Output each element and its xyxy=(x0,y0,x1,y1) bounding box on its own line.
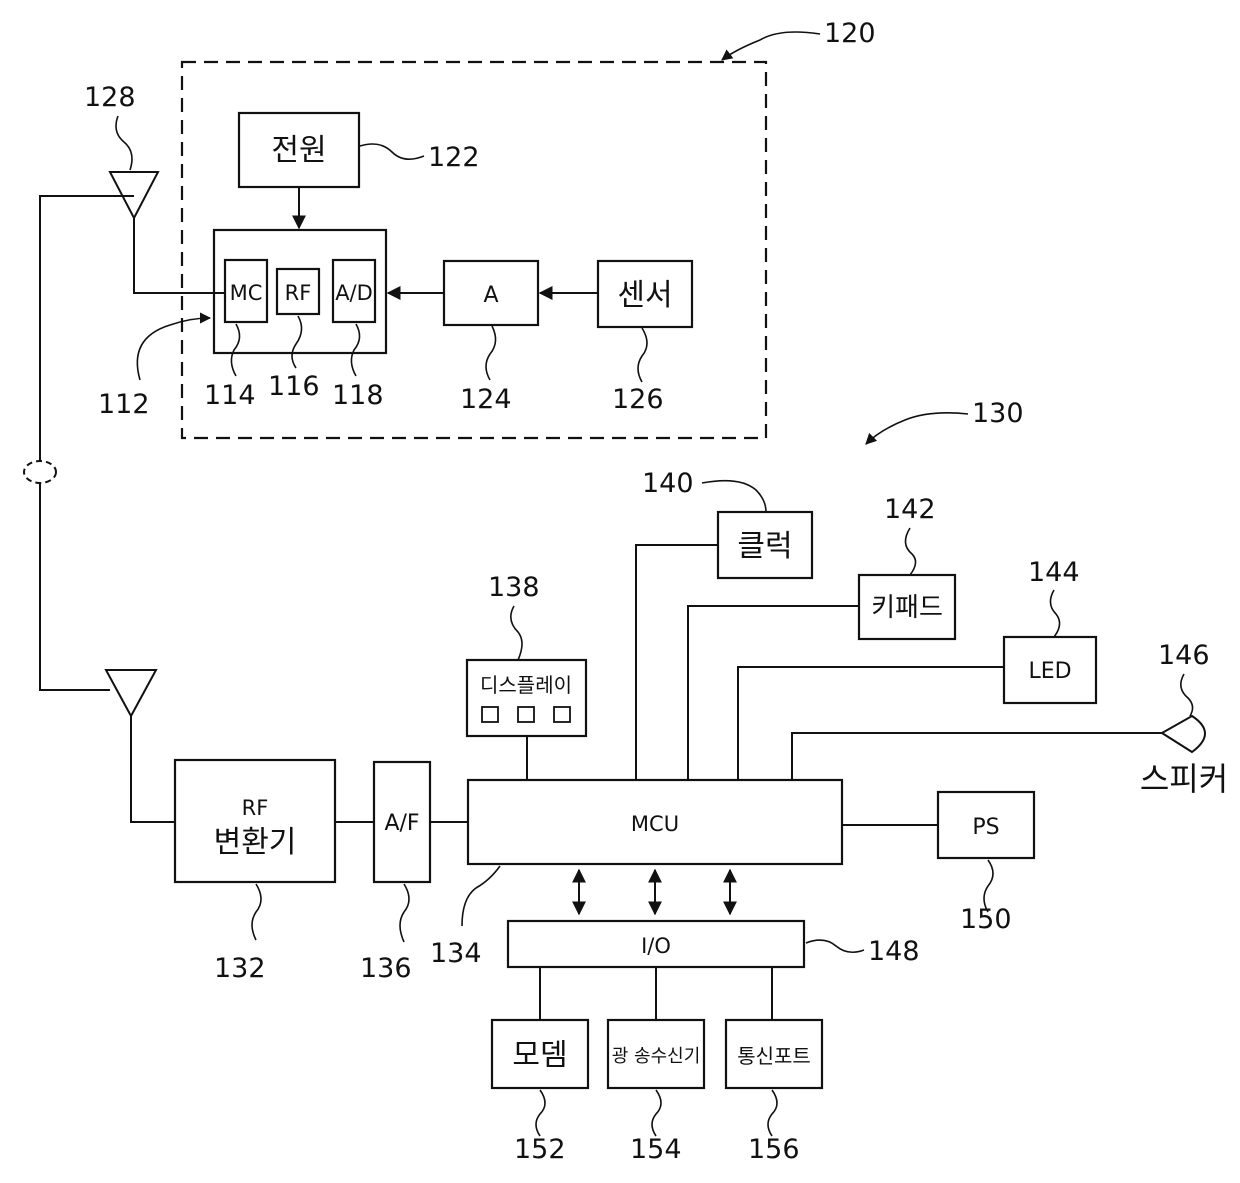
modem-label: 모뎀 xyxy=(512,1038,567,1073)
antenna-base-icon xyxy=(106,670,156,716)
display-segment-2 xyxy=(518,707,534,722)
keypad-to-mcu-wire xyxy=(688,606,859,780)
leader-128 xyxy=(116,116,132,170)
leader-156 xyxy=(768,1090,777,1136)
ref-124: 124 xyxy=(460,384,512,415)
leader-134 xyxy=(462,866,500,926)
leader-122 xyxy=(360,144,424,159)
amp-label: A xyxy=(483,283,498,308)
ref-134: 134 xyxy=(430,938,482,969)
ref-128: 128 xyxy=(84,82,136,113)
mc-label: MC xyxy=(230,281,263,305)
af-label: A/F xyxy=(384,811,419,836)
mcu-label: MCU xyxy=(631,812,679,836)
leader-136 xyxy=(400,884,409,942)
sensor-label: 센서 xyxy=(617,278,672,313)
ref-138: 138 xyxy=(488,572,540,603)
ref-146: 146 xyxy=(1158,640,1210,671)
led-to-mcu-wire xyxy=(738,667,1004,780)
leader-144 xyxy=(1050,590,1059,637)
ref-156: 156 xyxy=(748,1134,800,1165)
speaker-label: 스피커 xyxy=(1140,760,1228,798)
clock-label: 클럭 xyxy=(737,529,792,564)
ref-120: 120 xyxy=(824,18,876,49)
ref-130: 130 xyxy=(972,398,1024,429)
ad-label: A/D xyxy=(335,281,373,305)
rf-label: RF xyxy=(285,281,312,305)
display-block xyxy=(467,660,586,736)
rf-converter-label-line1: RF xyxy=(242,796,269,820)
wireless-link-symbol xyxy=(24,461,56,483)
leader-132 xyxy=(252,884,261,940)
ref-122: 122 xyxy=(428,142,480,173)
keypad-label: 키패드 xyxy=(871,593,943,623)
leader-152 xyxy=(536,1090,545,1136)
speaker-to-mcu-wire xyxy=(792,733,1162,780)
leader-120 xyxy=(722,32,820,60)
wireless-link xyxy=(40,196,134,690)
display-segment-3 xyxy=(554,707,570,722)
ref-116: 116 xyxy=(268,371,320,402)
leader-142 xyxy=(905,528,915,575)
ref-152: 152 xyxy=(514,1134,566,1165)
ref-150: 150 xyxy=(960,904,1012,935)
ref-112: 112 xyxy=(98,389,150,420)
rf-converter-label-line2: 변환기 xyxy=(214,825,297,860)
antenna-128-to-mc-wire xyxy=(134,218,225,293)
led-label: LED xyxy=(1028,659,1071,684)
leader-140 xyxy=(702,481,766,512)
ref-154: 154 xyxy=(630,1134,682,1165)
ref-126: 126 xyxy=(612,384,664,415)
clock-to-mcu-wire xyxy=(636,545,718,780)
speaker-icon xyxy=(1162,716,1205,752)
ref-140: 140 xyxy=(642,468,694,499)
optical-transceiver-label: 광 송수신기 xyxy=(612,1046,701,1067)
leader-126 xyxy=(638,328,647,382)
leader-154 xyxy=(652,1090,661,1136)
rf-converter-block xyxy=(175,760,335,882)
ref-144: 144 xyxy=(1028,557,1080,588)
comm-port-label: 통신포트 xyxy=(737,1044,811,1068)
leader-148 xyxy=(806,940,864,952)
leader-130 xyxy=(866,413,968,444)
ref-136: 136 xyxy=(360,953,412,984)
ref-148: 148 xyxy=(868,936,920,967)
leader-112 xyxy=(137,318,210,380)
antenna-to-rf-converter-wire xyxy=(131,716,175,822)
leader-146 xyxy=(1181,674,1193,716)
ref-132: 132 xyxy=(214,953,266,984)
leader-138 xyxy=(511,606,522,660)
io-label: I/O xyxy=(641,934,671,958)
ref-114: 114 xyxy=(204,380,256,411)
display-label: 디스플레이 xyxy=(480,673,572,697)
display-segment-1 xyxy=(482,707,498,722)
ref-118: 118 xyxy=(332,380,384,411)
ref-142: 142 xyxy=(884,494,936,525)
ps-label: PS xyxy=(972,815,999,840)
leader-124 xyxy=(486,326,496,380)
power-label: 전원 xyxy=(271,133,326,168)
